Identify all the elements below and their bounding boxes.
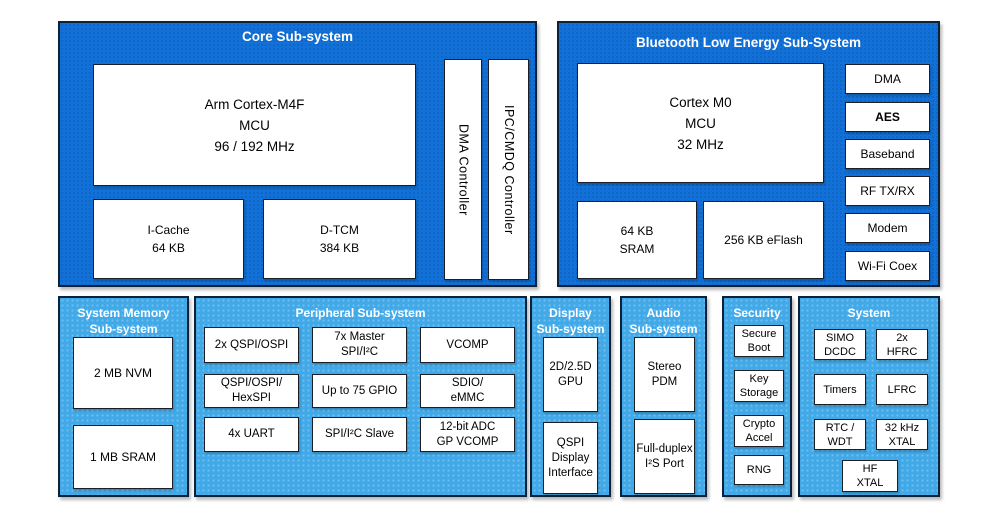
qspi-display-interface-block: QSPI Display Interface [543, 422, 598, 494]
gpio-block: Up to 75 GPIO [312, 374, 407, 408]
sdio-emmc-block: SDIO/ eMMC [420, 374, 515, 408]
sram-1mb-block: 1 MB SRAM [73, 425, 173, 489]
ble-subsystem: Bluetooth Low Energy Sub-System Cortex M… [557, 21, 940, 287]
vcomp-block: VCOMP [420, 327, 515, 363]
uart-block: 4x UART [204, 417, 299, 452]
rtc-wdt-block: RTC / WDT [814, 419, 866, 450]
timers-block: Timers [814, 374, 866, 405]
system-memory-subsystem: System Memory Sub-system 2 MB NVM 1 MB S… [58, 296, 189, 497]
ble-subsystem-title: Bluetooth Low Energy Sub-System [635, 35, 862, 50]
ble-wifi-coex-block: Wi-Fi Coex [845, 251, 930, 281]
stereo-pdm-block: Stereo PDM [634, 337, 695, 412]
system-title: System [847, 306, 891, 320]
ble-eflash-block: 256 KB eFlash [703, 201, 824, 279]
security-subsystem: Security Secure Boot Key Storage Crypto … [722, 296, 792, 497]
peripheral-subsystem: Peripheral Sub-system 2x QSPI/OSPI 7x Ma… [194, 296, 527, 497]
arm-cortex-m4f-block: Arm Cortex-M4F MCU 96 / 192 MHz [93, 64, 416, 186]
audio-subsystem: Audio Sub-system Stereo PDM Full-duplex … [620, 296, 707, 497]
32khz-xtal-block: 32 kHz XTAL [876, 419, 928, 450]
crypto-accel-block: Crypto Accel [734, 415, 784, 447]
system-memory-title: System Memory Sub-system [77, 306, 170, 336]
ble-dma-block: DMA [845, 64, 930, 94]
gpu-block: 2D/2.5D GPU [543, 337, 598, 412]
core-subsystem: Core Sub-system Arm Cortex-M4F MCU 96 / … [58, 21, 537, 287]
icache-block: I-Cache 64 KB [93, 199, 244, 279]
adc-gp-vcomp-block: 12-bit ADC GP VCOMP [420, 417, 515, 452]
lfrc-block: LFRC [876, 374, 928, 405]
nvm-block: 2 MB NVM [73, 337, 173, 409]
ble-baseband-block: Baseband [845, 139, 930, 169]
key-storage-block: Key Storage [734, 370, 784, 402]
qspi-ospi-hexspi-block: QSPI/OSPI/ HexSPI [204, 374, 299, 408]
qspi-ospi-block: 2x QSPI/OSPI [204, 327, 299, 363]
simo-dcdc-block: SIMO DCDC [814, 329, 866, 360]
i2s-port-block: Full-duplex I²S Port [634, 419, 695, 494]
ble-aes-block: AES [845, 102, 930, 132]
cortex-m0-block: Cortex M0 MCU 32 MHz [577, 63, 824, 183]
hf-xtal-block: HF XTAL [842, 460, 898, 492]
hfrc-block: 2x HFRC [876, 329, 928, 360]
dma-controller-block: DMA Controller [444, 59, 482, 280]
display-subsystem: Display Sub-system 2D/2.5D GPU QSPI Disp… [530, 296, 611, 497]
master-spi-i2c-block: 7x Master SPI/I²C [312, 327, 407, 363]
ble-sram-block: 64 KB SRAM [577, 201, 697, 279]
core-subsystem-title: Core Sub-system [241, 29, 354, 44]
ipc-cmdq-controller-block: IPC/CMDQ Controller [488, 59, 529, 280]
ble-rf-txrx-block: RF TX/RX [845, 176, 930, 206]
ble-modem-block: Modem [845, 213, 930, 243]
rng-block: RNG [734, 455, 784, 485]
spi-i2c-slave-block: SPI/I²C Slave [312, 417, 407, 452]
audio-title: Audio Sub-system [629, 306, 698, 336]
security-title: Security [733, 306, 781, 320]
dtcm-block: D-TCM 384 KB [263, 199, 416, 279]
display-title: Display Sub-system [536, 306, 605, 336]
system-subsystem: System SIMO DCDC 2x HFRC Timers LFRC RTC… [798, 296, 940, 497]
secure-boot-block: Secure Boot [734, 325, 784, 357]
peripheral-title: Peripheral Sub-system [295, 306, 426, 320]
